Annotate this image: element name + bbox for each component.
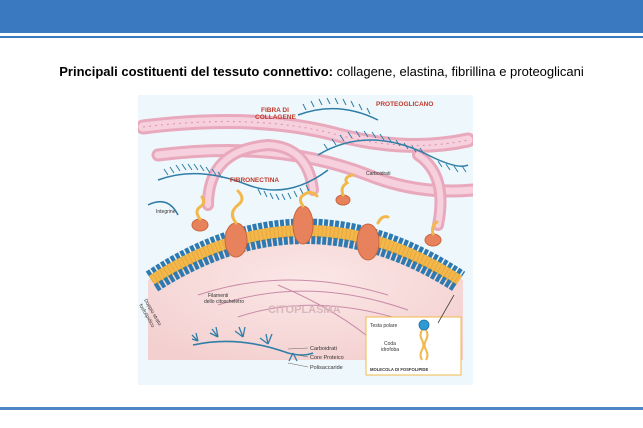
phospholipid-inset: Testa polare Coda idrofoba MOLECOLA DI F…	[365, 294, 462, 376]
protein-1	[224, 222, 248, 258]
proteoglycan-legend: Carboidrati Core Proteico Polisaccaride	[191, 326, 344, 371]
proteoglycan-strand-4	[147, 200, 179, 216]
proteoglycan-strand-2	[297, 107, 379, 121]
legend-core-strand	[192, 340, 314, 356]
membrane-proteins	[191, 194, 442, 261]
protein-3	[356, 223, 380, 261]
protein-2	[292, 205, 314, 245]
slide-title-rest: collagene, elastina, fibrillina e proteo…	[333, 64, 584, 79]
label-carbohydrate: Carboidrati	[366, 171, 390, 177]
header-rule	[0, 36, 643, 38]
polar-head-icon	[418, 319, 430, 331]
legend-polysaccharide: Polisaccaride	[310, 365, 343, 371]
label-cytoplasm: CITOPLASMA	[268, 304, 341, 316]
slide-title-bold: Principali costituenti del tessuto conne…	[59, 64, 333, 79]
carbohydrate-chains	[195, 173, 439, 236]
label-integrin: Integrine	[156, 209, 176, 215]
label-cytoskeleton-1: Filamenti	[208, 293, 228, 299]
label-fibronectin: FIBRONECTINA	[230, 177, 279, 184]
label-tail-2: idrofoba	[381, 347, 399, 353]
label-polar-head: Testa polare	[370, 323, 397, 329]
bilayer-inner-heads	[153, 236, 458, 292]
label-tail-1: Coda	[384, 341, 396, 347]
slide-title: Principali costituenti del tessuto conne…	[0, 64, 643, 79]
label-collagen-1: FIBRA DI	[261, 107, 289, 114]
legend-carbohydrates: Carboidrati	[310, 346, 337, 352]
label-proteoglycan: PROTEOGLICANO	[376, 101, 433, 108]
integrin-2	[424, 233, 442, 247]
integrin-1	[191, 218, 209, 232]
label-collagen-2: COLLAGENE	[255, 114, 296, 121]
diagram-svg: FIBRA DI COLLAGENE PROTEOGLICANO FIBRONE…	[135, 95, 480, 385]
header-band	[0, 0, 643, 33]
footer-rule	[0, 407, 643, 410]
proteoglycan-strand-1	[157, 169, 329, 191]
collagen-fibers	[135, 114, 480, 231]
phospholipid-inset-box	[365, 316, 462, 376]
label-cytoskeleton-2: dello citoscheletro	[204, 299, 244, 305]
legend-core-protein: Core Proteico	[310, 355, 344, 361]
extracellular-matrix-diagram: FIBRA DI COLLAGENE PROTEOGLICANO FIBRONE…	[135, 95, 480, 385]
label-phospholipid: MOLECOLA DI FOSFOLIPIDE	[370, 367, 428, 372]
proteoglycan-bristles	[163, 97, 467, 201]
